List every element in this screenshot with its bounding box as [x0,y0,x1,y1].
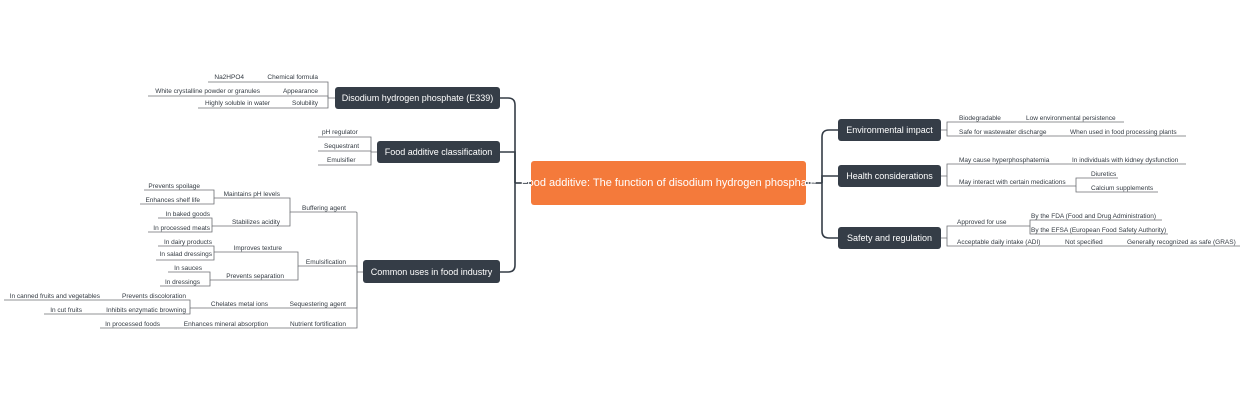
maintains-ph-levels[interactable]: Maintains pH levels [223,191,280,198]
in-cut-fruits[interactable]: In cut fruits [50,307,82,314]
chelates-metal-ions[interactable]: Chelates metal ions [210,301,268,308]
interact-medications[interactable]: May interact with certain medications [959,179,1066,186]
not-specified[interactable]: Not specified [1065,239,1103,246]
safe-wastewater[interactable]: Safe for wastewater discharge [959,129,1047,136]
buffering-agent[interactable]: Buffering agent [302,205,346,212]
topic-food-additive-classification[interactable]: Food additive classification [377,141,500,163]
in-dressings[interactable]: In dressings [164,279,200,286]
emulsification[interactable]: Emulsification [305,259,346,266]
gras[interactable]: Generally recognized as safe (GRAS) [1127,239,1236,246]
enhances-shelf-life[interactable]: Enhances shelf life [145,197,200,204]
formula-value[interactable]: Na2HPO4 [214,74,244,81]
diuretics[interactable]: Diuretics [1091,171,1117,178]
by-efsa[interactable]: By the EFSA (European Food Safety Author… [1031,227,1167,234]
solubility-label[interactable]: Solubility [291,100,318,107]
in-salad-dressings[interactable]: In salad dressings [159,251,212,258]
topic-environmental-impact[interactable]: Environmental impact [838,119,941,141]
low-persistence[interactable]: Low environmental persistence [1026,115,1116,122]
classification-item[interactable]: pH regulator [322,129,358,136]
topic-safety-regulation[interactable]: Safety and regulation [838,227,941,249]
topic-common-uses[interactable]: Common uses in food industry [363,260,500,283]
in-sauces[interactable]: In sauces [174,265,202,272]
in-processed-foods[interactable]: In processed foods [105,321,160,328]
calcium-supplements[interactable]: Calcium supplements [1091,185,1154,192]
prevents-discoloration[interactable]: Prevents discoloration [122,293,186,300]
inhibits-browning[interactable]: Inhibits enzymatic browning [106,307,186,314]
in-processed-meats[interactable]: In processed meats [153,225,210,232]
prevents-separation[interactable]: Prevents separation [226,273,284,280]
prevents-spoilage[interactable]: Prevents spoilage [148,183,200,190]
sequestering-agent[interactable]: Sequestering agent [289,301,346,308]
appearance-value[interactable]: White crystalline powder or granules [155,88,260,95]
improves-texture[interactable]: Improves texture [233,245,282,252]
biodegradable[interactable]: Biodegradable [959,115,1001,122]
approved-for-use[interactable]: Approved for use [957,219,1007,226]
classification-item[interactable]: Emulsifier [327,157,356,164]
enhances-mineral-absorption[interactable]: Enhances mineral absorption [183,321,268,328]
nutrient-fortification[interactable]: Nutrient fortification [290,321,346,328]
in-canned-fruits[interactable]: In canned fruits and vegetables [9,293,100,300]
topic-health-considerations[interactable]: Health considerations [838,165,941,187]
in-dairy-products[interactable]: In dairy products [163,239,212,246]
chemical-formula-label[interactable]: Chemical formula [267,74,318,81]
central-topic[interactable]: Food additive: The function of disodium … [521,161,816,205]
when-used-plants[interactable]: When used in food processing plants [1070,129,1177,136]
stabilizes-acidity[interactable]: Stabilizes acidity [231,219,280,226]
topic-disodium-hydrogen-phosphate[interactable]: Disodium hydrogen phosphate (E339) [335,87,500,109]
acceptable-daily-intake[interactable]: Acceptable daily intake (ADI) [957,239,1041,246]
classification-item[interactable]: Sequestrant [324,143,360,150]
solubility-value[interactable]: Highly soluble in water [204,100,270,107]
in-baked-goods[interactable]: In baked goods [165,211,210,218]
hyperphosphatemia[interactable]: May cause hyperphosphatemia [959,157,1050,164]
kidney-dysfunction[interactable]: In individuals with kidney dysfunction [1072,157,1179,164]
appearance-label[interactable]: Appearance [282,88,318,95]
by-fda[interactable]: By the FDA (Food and Drug Administration… [1031,213,1157,220]
